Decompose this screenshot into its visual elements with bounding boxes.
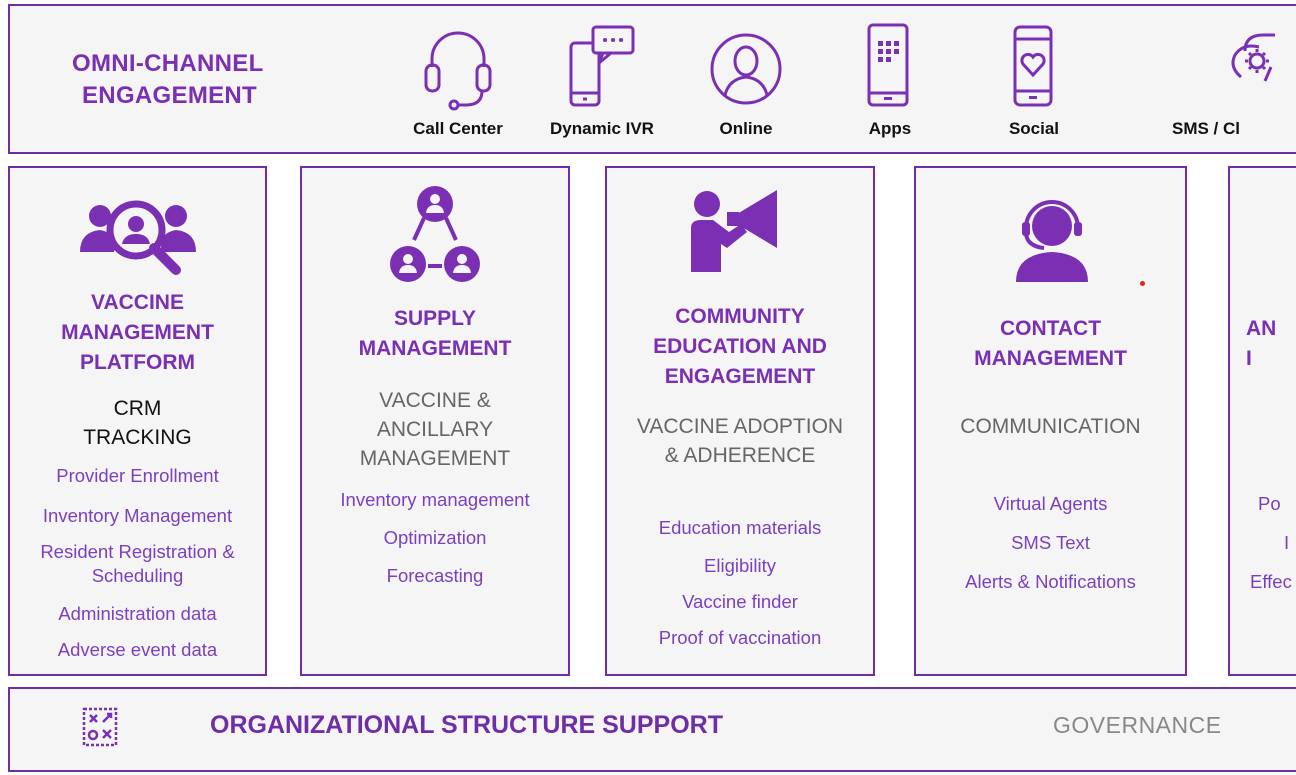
omni-channel-panel: OMNI-CHANNEL ENGAGEMENT Call Center (8, 4, 1296, 154)
column-item-list: Provider Enrollment Inventory Management… (10, 464, 265, 662)
column-title: COMMUNITY EDUCATION AND ENGAGEMENT (653, 305, 827, 388)
bottom-title: ORGANIZATIONAL STRUCTURE SUPPORT (210, 711, 723, 739)
channel-label: Dynamic IVR (550, 119, 654, 138)
megaphone-person-icon (691, 190, 777, 272)
column-icon-wrap (607, 184, 873, 274)
channel-label: Call Center (413, 119, 503, 138)
network-people-icon (390, 186, 480, 282)
column-item-list: Inventory management Optimization Foreca… (302, 488, 568, 588)
column-title: SUPPLY MANAGEMENT (358, 307, 512, 360)
title-line-1: OMNI-CHANNEL (72, 50, 264, 77)
column-icon-wrap (10, 194, 265, 276)
channel-social[interactable]: Social (964, 21, 1104, 138)
column-subtitle: COMMUNICATION (960, 415, 1141, 438)
channel-sms[interactable]: SMS / Cl (1160, 21, 1296, 138)
list-item: Forecasting (386, 565, 484, 586)
column-title: VACCINE MANAGEMENT PLATFORM (61, 291, 214, 374)
list-item: Optimization (383, 527, 487, 548)
channel-label: SMS / Cl (1172, 119, 1241, 138)
column-item-list: Po I Effec (1250, 492, 1296, 594)
list-item: I (1284, 532, 1290, 553)
list-item: Alerts & Notifications (965, 571, 1136, 592)
organizational-structure-panel: ORGANIZATIONAL STRUCTURE SUPPORT GOVERNA… (8, 687, 1296, 772)
channel-call-center[interactable]: Call Center (388, 21, 528, 138)
list-item: Proof of vaccination (658, 627, 822, 648)
column-item-list: Education materials Eligibility Vaccine … (607, 516, 873, 650)
column-icon-wrap (302, 182, 568, 286)
channel-label: Apps (868, 119, 912, 138)
channel-dynamic-ivr[interactable]: Dynamic IVR (532, 21, 672, 138)
phone-heart-icon (1013, 25, 1053, 107)
column-subtitle: CRM TRACKING (83, 397, 192, 449)
column-analytics-partial: AN I Po I Effec (1228, 166, 1296, 676)
list-item: SMS Text (1011, 532, 1090, 553)
agent-headset-icon (1015, 200, 1088, 282)
strategy-board-icon (82, 707, 118, 747)
column-icon-wrap (916, 192, 1185, 284)
channel-label: Social (1008, 119, 1060, 138)
list-item: Education materials (658, 517, 822, 538)
list-item: Provider Enrollment (56, 465, 219, 486)
channel-apps[interactable]: Apps (820, 21, 960, 138)
governance-label: GOVERNANCE (1053, 712, 1222, 738)
list-item: Po (1258, 493, 1281, 514)
column-title: AN I (1246, 317, 1277, 370)
channel-label: Online (719, 119, 773, 138)
headset-icon (424, 31, 492, 111)
red-dot-marker (1140, 281, 1145, 286)
channel-online[interactable]: Online (676, 21, 816, 138)
list-item: Virtual Agents (993, 493, 1108, 514)
column-subtitle: VACCINE & ANCILLARY MANAGEMENT (359, 389, 511, 470)
phone-chat-icon (569, 25, 635, 107)
column-title: CONTACT MANAGEMENT (974, 317, 1127, 370)
list-item: Administration data (58, 603, 217, 624)
list-item: Effec (1250, 571, 1292, 592)
omni-channel-title: OMNI-CHANNEL ENGAGEMENT (72, 48, 264, 112)
title-line-2: ENGAGEMENT (82, 82, 258, 109)
gear-chat-icon (1231, 33, 1275, 82)
list-item: Resident Registration & Scheduling (40, 541, 235, 586)
list-item: Adverse event data (57, 639, 218, 660)
column-item-list: Virtual Agents SMS Text Alerts & Notific… (916, 492, 1185, 594)
list-item: Inventory management (340, 489, 530, 510)
column-supply-management: SUPPLY MANAGEMENT VACCINE & ANCILLARY MA… (300, 166, 570, 676)
column-subtitle: VACCINE ADOPTION & ADHERENCE (636, 415, 844, 467)
list-item: Vaccine finder (682, 591, 798, 612)
column-vaccine-management: VACCINE MANAGEMENT PLATFORM CRM TRACKING… (8, 166, 267, 676)
list-item: Inventory Management (42, 505, 233, 526)
column-community-education: COMMUNITY EDUCATION AND ENGAGEMENT VACCI… (605, 166, 875, 676)
list-item: Eligibility (704, 555, 776, 576)
column-contact-management: CONTACT MANAGEMENT COMMUNICATION Virtual… (914, 166, 1187, 676)
search-people-icon (79, 200, 196, 275)
person-circle-icon (710, 33, 782, 105)
tablet-apps-icon (867, 23, 909, 107)
